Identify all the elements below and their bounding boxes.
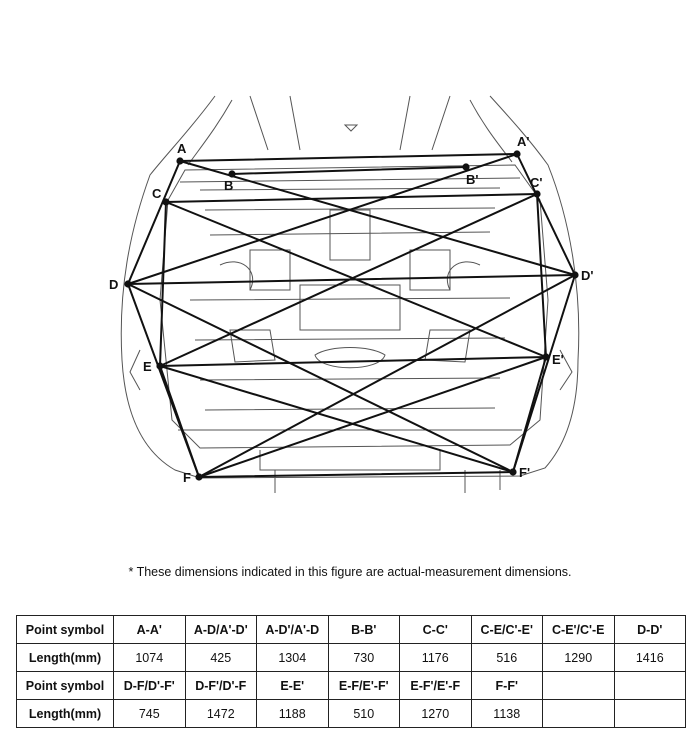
point-d-marker bbox=[124, 280, 132, 288]
length-cell bbox=[613, 699, 686, 728]
length-cell: 745 bbox=[113, 699, 186, 728]
measurement-line bbox=[512, 356, 547, 473]
point-e-marker bbox=[156, 362, 164, 370]
point-d-prime-marker bbox=[571, 271, 579, 279]
measurement-line bbox=[159, 365, 200, 478]
length-cell: 1138 bbox=[470, 699, 543, 728]
length-cell: 1304 bbox=[256, 643, 329, 672]
point-e-label: E bbox=[143, 359, 152, 374]
measurement-lines bbox=[127, 153, 576, 478]
symbol-cell: A-D/A'-D' bbox=[184, 615, 257, 644]
length-cell: 1176 bbox=[399, 643, 472, 672]
point-c-label: C bbox=[152, 186, 162, 201]
point-a-prime-marker bbox=[513, 150, 521, 158]
row-header-length: Length(mm) bbox=[16, 699, 114, 728]
measurement-line bbox=[127, 153, 518, 285]
point-f-marker bbox=[195, 473, 203, 481]
symbol-cell: C-E'/C'-E bbox=[542, 615, 615, 644]
symbol-cell: C-E/C'-E' bbox=[470, 615, 543, 644]
measurement-line bbox=[179, 160, 576, 276]
symbol-cell: A-D'/A'-D bbox=[256, 615, 329, 644]
row-header-symbol: Point symbol bbox=[16, 615, 114, 644]
point-d-prime-label: D' bbox=[581, 268, 593, 283]
point-b-marker bbox=[228, 170, 236, 178]
measurement-note: * These dimensions indicated in this fig… bbox=[128, 565, 572, 579]
symbol-cell bbox=[613, 671, 686, 700]
body-dimension-diagram: A A' B B' C C' D D' E E' F F' bbox=[109, 95, 593, 493]
symbol-cell: D-F/D'-F' bbox=[113, 671, 186, 700]
measurement-line bbox=[127, 160, 181, 285]
length-cell: 1188 bbox=[256, 699, 329, 728]
length-cell: 730 bbox=[327, 643, 400, 672]
point-b-prime-label: B' bbox=[466, 172, 478, 187]
table-row: Point symbol A-A' A-D/A'-D' A-D'/A'-D B-… bbox=[16, 615, 686, 644]
point-f-prime-label: F' bbox=[519, 465, 530, 480]
measurement-line bbox=[159, 365, 514, 473]
point-a-marker bbox=[176, 157, 184, 165]
length-cell: 1270 bbox=[399, 699, 472, 728]
point-a-label: A bbox=[177, 141, 187, 156]
table-row: Length(mm) 1074 425 1304 730 1176 516 12… bbox=[16, 643, 686, 672]
measurement-line bbox=[127, 283, 514, 473]
length-cell: 510 bbox=[327, 699, 400, 728]
point-f-label: F bbox=[183, 470, 191, 485]
point-b-label: B bbox=[224, 178, 233, 193]
symbol-cell: F-F' bbox=[470, 671, 543, 700]
point-e-prime-marker bbox=[542, 353, 550, 361]
symbol-cell: A-A' bbox=[113, 615, 186, 644]
point-f-prime-marker bbox=[509, 468, 517, 476]
dimension-table: Point symbol A-A' A-D/A'-D' A-D'/A'-D B-… bbox=[16, 615, 686, 728]
length-cell: 516 bbox=[470, 643, 543, 672]
measurement-line bbox=[179, 153, 518, 162]
point-d-label: D bbox=[109, 277, 118, 292]
vehicle-underbody-drawing bbox=[120, 95, 580, 493]
symbol-cell: E-E' bbox=[256, 671, 329, 700]
symbol-cell: D-D' bbox=[613, 615, 686, 644]
row-header-length: Length(mm) bbox=[16, 643, 114, 672]
point-e-prime-label: E' bbox=[552, 352, 564, 367]
table-row: Length(mm) 745 1472 1188 510 1270 1138 bbox=[16, 699, 686, 728]
table-row: Point symbol D-F/D'-F' D-F'/D'-F E-E' E-… bbox=[16, 671, 686, 700]
point-c-marker bbox=[162, 198, 170, 206]
measurement-points: A A' B B' C C' D D' E E' F F' bbox=[109, 134, 593, 485]
measurement-line bbox=[159, 356, 547, 367]
length-cell: 425 bbox=[184, 643, 257, 672]
length-cell: 1290 bbox=[542, 643, 615, 672]
symbol-cell: B-B' bbox=[327, 615, 400, 644]
measurement-line bbox=[198, 274, 576, 478]
symbol-cell: C-C' bbox=[399, 615, 472, 644]
point-c-prime-label: C' bbox=[530, 175, 542, 190]
point-b-prime-marker bbox=[462, 163, 470, 171]
symbol-cell: E-F/E'-F' bbox=[327, 671, 400, 700]
symbol-cell bbox=[542, 671, 615, 700]
length-cell: 1074 bbox=[113, 643, 186, 672]
symbol-cell: E-F'/E'-F bbox=[399, 671, 472, 700]
measurement-line bbox=[127, 274, 576, 285]
length-cell: 1416 bbox=[613, 643, 686, 672]
row-header-symbol: Point symbol bbox=[16, 671, 114, 700]
symbol-cell: D-F'/D'-F bbox=[184, 671, 257, 700]
measurement-line bbox=[198, 356, 547, 478]
length-cell: 1472 bbox=[184, 699, 257, 728]
point-a-prime-label: A' bbox=[517, 134, 529, 149]
measurement-line bbox=[516, 153, 576, 276]
measurement-line bbox=[165, 193, 538, 203]
length-cell bbox=[542, 699, 615, 728]
point-c-prime-marker bbox=[533, 190, 541, 198]
measurement-line bbox=[231, 166, 467, 175]
measurement-line bbox=[198, 471, 514, 478]
